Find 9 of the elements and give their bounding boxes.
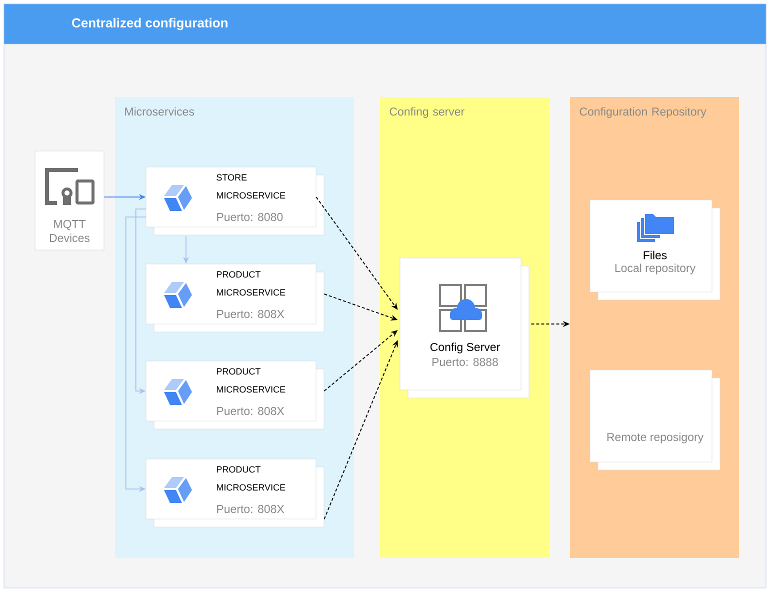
service-card: STORE MICROSERVICE Puerto: 8080 <box>146 166 324 236</box>
service-card: PRODUCT MICROSERVICE Puerto: 808X <box>146 264 324 332</box>
header-bar: Centralized configuration <box>4 4 766 44</box>
device-card: MQTT Devices <box>34 150 104 250</box>
service-card: PRODUCT MICROSERVICE Puerto: 808X <box>146 360 324 430</box>
server-card: Config Server Puerto: 8888 <box>400 258 530 398</box>
repository-card: Files Local repository <box>590 200 720 300</box>
repository-card: Remote reposigory <box>590 370 720 470</box>
service-card: PRODUCT MICROSERVICE Puerto: 808X <box>146 458 324 528</box>
